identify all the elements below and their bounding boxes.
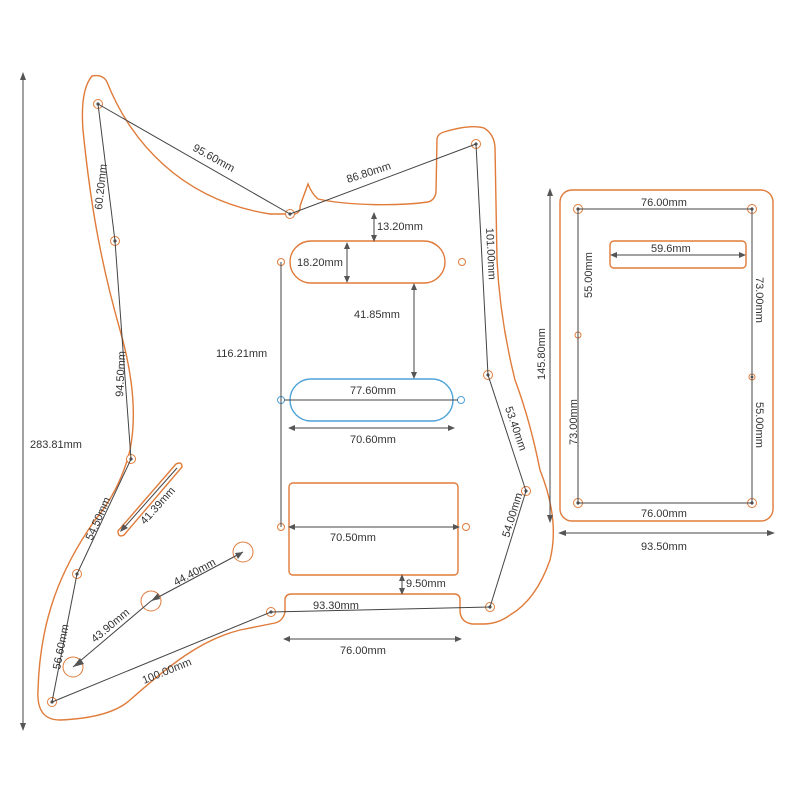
label-back-right-lower: 55.00mm: [753, 402, 765, 448]
pickguard-outline: [37, 74, 554, 721]
neck-pickup-cutout: [289, 240, 446, 284]
pickup-mount-hole: [462, 523, 470, 531]
label-overall-height: 283.81mm: [30, 439, 82, 451]
dim-line: [150, 551, 244, 602]
dim-line: [475, 143, 489, 376]
label-back-left-lower: 73.00mm: [568, 399, 580, 445]
label-back-top-width: 76.00mm: [641, 197, 687, 209]
dim-line: [51, 611, 272, 703]
label-lower-left-screws: 54.50mm: [84, 495, 114, 542]
label-back-left-upper: 55.00mm: [583, 252, 595, 298]
label-bottom-right-screws: 54.00mm: [500, 492, 525, 539]
label-single-coil-width: 70.60mm: [350, 434, 396, 446]
label-back-slot-width: 59.6mm: [651, 243, 691, 255]
label-slot-length: 41.39mm: [138, 485, 178, 527]
dim-line: [97, 103, 116, 242]
label-pickup-mount-span: 116.21mm: [216, 348, 267, 360]
label-upper-left-screws: 60.20mm: [93, 163, 110, 210]
label-back-bottom-width: 76.00mm: [641, 508, 687, 520]
label-left-side-screws: 94.50mm: [114, 351, 128, 397]
dim-line: [76, 458, 132, 575]
pickup-mount-hole: [458, 258, 466, 266]
dim-line: [121, 467, 178, 531]
label-neck-pickup-gap: 13.20mm: [377, 221, 423, 233]
label-single-coil-holes: 77.60mm: [350, 385, 396, 397]
label-humbucker-width: 70.50mm: [330, 532, 376, 544]
label-knob-spacing-2: 44.40mm: [172, 557, 218, 589]
label-neck-to-lower-horn: 86.80mm: [345, 160, 392, 186]
dim-line: [97, 103, 291, 215]
middle-pickup-hole: [457, 396, 465, 404]
dim-line: [487, 374, 527, 492]
arrowheads: [547, 188, 775, 536]
label-back-overall-width: 93.50mm: [641, 541, 687, 553]
back-plate-outline: [559, 189, 774, 522]
label-right-side-screws: 101.00mm: [483, 228, 498, 281]
label-back-height: 145.80mm: [536, 328, 548, 380]
dim-line: [489, 490, 527, 608]
back-plate-slot: [609, 240, 747, 269]
label-bottom-span: 100.00mm: [141, 656, 194, 687]
label-humbucker-gap: 9.50mm: [406, 578, 446, 590]
label-knob-spacing-1: 43.90mm: [89, 607, 132, 646]
label-pickup-spacing: 41.85mm: [354, 309, 400, 321]
humbucker-cutout: [288, 482, 459, 576]
label-back-right-upper: 73.00mm: [753, 277, 765, 323]
label-neck-pocket-width: 76.00mm: [340, 645, 386, 657]
dim-line: [270, 606, 491, 613]
switch-slot: [117, 462, 183, 537]
dim-line: [72, 600, 152, 668]
dim-line: [51, 573, 78, 703]
dim-line: [289, 143, 477, 215]
dim-line: [114, 240, 132, 460]
label-pickup-height: 18.20mm: [297, 257, 343, 269]
label-neck-pocket-screws: 93.30mm: [313, 600, 359, 612]
